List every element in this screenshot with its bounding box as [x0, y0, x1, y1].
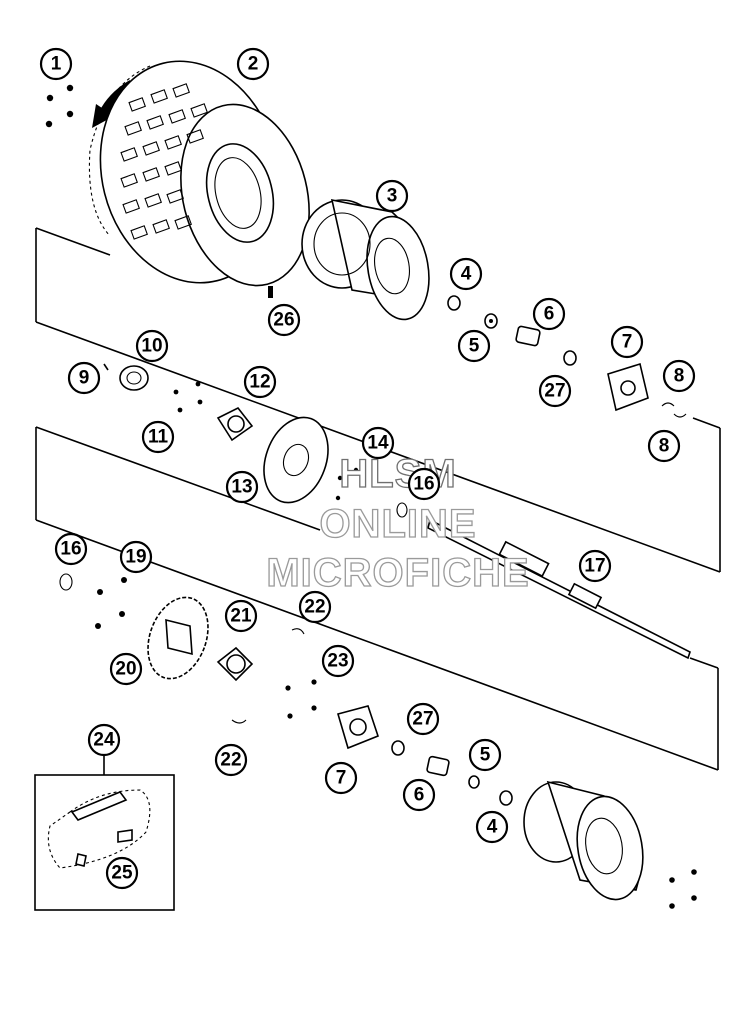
callout-17: 17: [578, 549, 612, 583]
callout-13: 13: [225, 470, 259, 504]
callout-label: 6: [544, 304, 555, 325]
callout-label: 16: [60, 539, 81, 560]
callout-label: 23: [327, 651, 348, 672]
callout-4: 4: [449, 257, 483, 291]
watermark: HLSM ONLINE MICROFICHE: [266, 451, 530, 595]
callout-5: 5: [457, 329, 491, 363]
callout-label: 22: [220, 750, 241, 771]
callout-label: 5: [480, 745, 491, 766]
callout-label: 22: [304, 597, 325, 618]
callout-4: 4: [475, 810, 509, 844]
lower-hub-parts: [337, 705, 513, 806]
callout-16: 16: [407, 467, 441, 501]
callout-19: 19: [119, 540, 153, 574]
callout-label: 1: [51, 54, 62, 75]
callout-label: 9: [79, 368, 90, 389]
wheel-nuts-top: [45, 84, 74, 128]
callout-label: 10: [141, 336, 162, 357]
callout-27: 27: [406, 702, 440, 736]
callout-8: 8: [647, 429, 681, 463]
upper-hub-parts: [447, 295, 687, 418]
rear-tyre: [88, 60, 310, 287]
callout-label: 3: [387, 186, 398, 207]
callout-22: 22: [214, 743, 248, 777]
callout-23: 23: [321, 644, 355, 678]
callout-label: 6: [414, 785, 425, 806]
chain-kit-box: [34, 754, 175, 911]
callout-label: 27: [412, 709, 433, 730]
callout-14: 14: [361, 426, 395, 460]
callout-label: 20: [115, 659, 136, 680]
callout-9: 9: [67, 361, 101, 395]
callout-label: 4: [487, 817, 498, 838]
callout-3: 3: [375, 179, 409, 213]
valve: [268, 286, 273, 298]
callout-label: 27: [544, 381, 565, 402]
callout-label: 14: [367, 433, 389, 454]
callout-label: 4: [461, 264, 472, 285]
callout-6: 6: [532, 297, 566, 331]
callout-25: 25: [105, 856, 139, 890]
watermark-line-3: MICROFICHE: [266, 551, 529, 595]
callout-label: 2: [248, 54, 259, 75]
callout-21: 21: [224, 599, 258, 633]
callout-label: 12: [249, 372, 270, 393]
callout-label: 13: [231, 477, 252, 498]
callout-label: 26: [273, 310, 294, 331]
callout-label: 19: [125, 547, 146, 568]
callout-24: 24: [87, 723, 121, 757]
callout-label: 8: [674, 366, 685, 387]
callout-label: 7: [336, 768, 347, 789]
callout-12: 12: [243, 365, 277, 399]
rear-axle: [427, 518, 691, 660]
callout-11: 11: [141, 420, 175, 454]
watermark-line-2: ONLINE: [319, 502, 476, 546]
callout-label: 7: [622, 332, 633, 353]
middle-brake-parts: [103, 363, 359, 504]
callout-1: 1: [39, 47, 73, 81]
watermark-line-1: HLSM: [339, 452, 456, 496]
o-rings: [59, 502, 408, 591]
callout-label: 5: [469, 336, 480, 357]
wheel-nuts-bottom: [669, 869, 697, 909]
callout-27: 27: [538, 374, 572, 408]
callout-5: 5: [468, 738, 502, 772]
assembly-boundary-lines: [35, 227, 721, 771]
wheel-rim-top: [301, 198, 430, 321]
callout-6: 6: [402, 778, 436, 812]
callout-16: 16: [54, 532, 88, 566]
callout-7: 7: [610, 325, 644, 359]
wheel-rim-bottom: [523, 780, 644, 901]
callout-label: 8: [659, 436, 670, 457]
callout-label: 24: [93, 730, 115, 751]
callout-7: 7: [324, 761, 358, 795]
callout-20: 20: [109, 652, 143, 686]
callout-26: 26: [267, 303, 301, 337]
callout-label: 17: [584, 556, 605, 577]
callout-label: 25: [111, 863, 133, 884]
callout-10: 10: [135, 329, 169, 363]
callout-22: 22: [298, 590, 332, 624]
callout-2: 2: [236, 47, 270, 81]
callout-label: 16: [413, 474, 434, 495]
lower-sprocket-parts: [95, 577, 317, 724]
callout-label: 11: [148, 427, 169, 448]
callout-label: 21: [230, 606, 252, 627]
callout-8: 8: [662, 359, 696, 393]
